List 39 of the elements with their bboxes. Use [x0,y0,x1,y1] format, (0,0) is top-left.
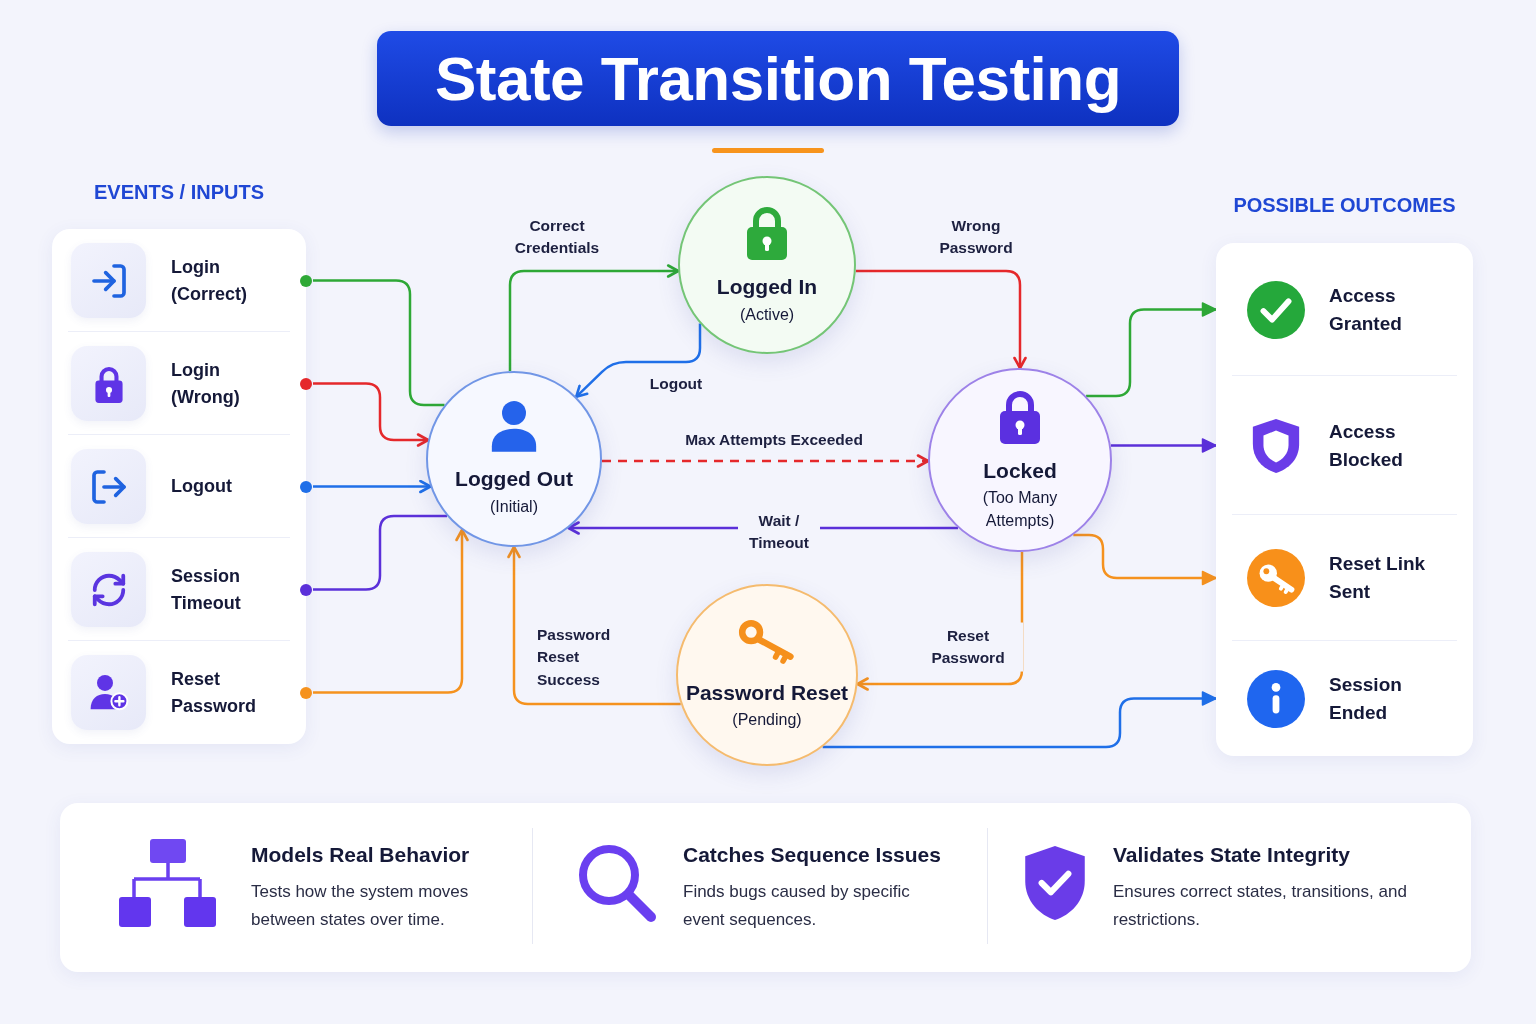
state-name: Logged Out [455,466,573,492]
arrow [574,323,702,399]
state-note: (Initial) [490,496,538,517]
outcome-name: Access Blocked [1329,419,1404,472]
arrow [313,528,469,694]
feature-title: Catches Sequence Issues [683,842,941,869]
event-name: Reset Password [171,668,258,718]
event-name: Login (Wrong) [171,359,241,409]
state-note: (Active) [739,304,795,325]
state-note: (Too Many Attempts) [981,487,1059,532]
panel-heading: POSSIBLE OUTCOMES [1233,193,1456,217]
arrow [313,479,432,494]
feature-description: Tests how the system moves between states over time. [251,880,470,931]
connector-line [313,514,447,591]
summary-card [60,803,1471,972]
feature-title: Models Real Behavior [251,842,471,869]
arrow [1073,533,1217,586]
state-name: Password Reset [685,679,849,705]
arrow [507,545,681,706]
feature-title: Validates State Integrity [1113,842,1351,869]
panel-heading: EVENTS / INPUTS [94,180,264,204]
feature-description: Ensures correct states, transitions, and restrictions. [1113,880,1408,931]
state-name: Logged In [716,274,818,300]
arrow [313,382,430,447]
event-name: Session Timeout [171,565,242,615]
state-note: (Pending) [732,710,802,730]
arrow [508,264,680,372]
title-banner: State Transition Testing [377,31,1179,126]
arrow [822,691,1217,749]
event-name: Logout [171,475,233,499]
outcome-name: Access Granted [1329,283,1403,336]
outcome-name: Reset Link Sent [1329,552,1427,604]
feature-description: Finds bugs caused by specific event sequences. [683,880,911,931]
arrow [602,454,930,468]
event-name: Login (Correct) [171,256,248,306]
arrow [855,269,1027,370]
outcome-name: Session Ended [1329,672,1403,725]
state-name: Locked [983,457,1057,483]
arrow [1110,438,1217,453]
